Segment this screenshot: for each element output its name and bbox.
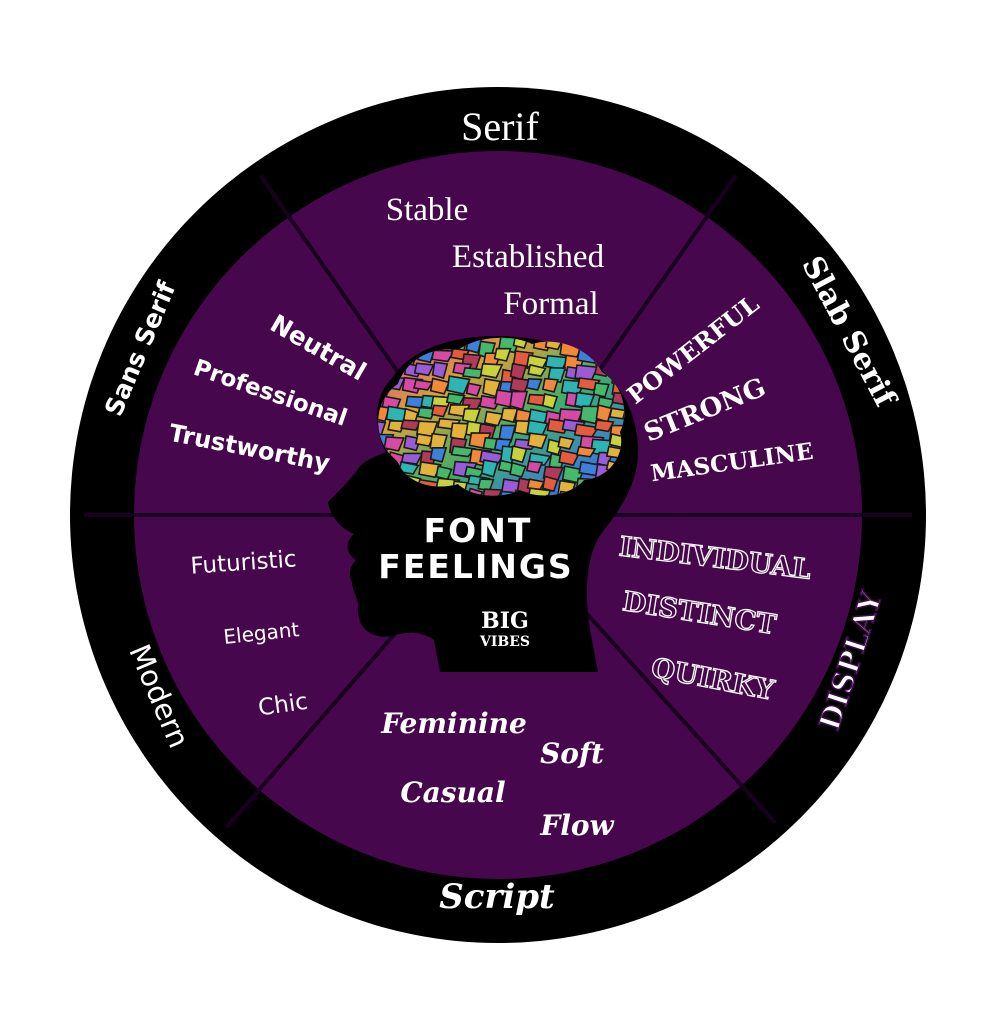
feeling-script-1: Feminine: [380, 707, 527, 740]
feeling-serif-2: Established: [452, 239, 605, 275]
feeling-serif-3: Formal: [503, 286, 598, 322]
feeling-script-4: Flow: [539, 809, 614, 842]
feeling-script-3: Casual: [400, 776, 505, 809]
brand-line-1: BIG: [481, 608, 529, 634]
brand-line-2: VIBES: [479, 634, 530, 650]
brain-mosaic-cell: [467, 383, 481, 395]
title-line-2: FEELINGS: [378, 547, 573, 586]
category-serif: Serif: [461, 104, 539, 149]
feeling-script-2: Soft: [540, 737, 604, 770]
title-line-1: FONT: [424, 511, 533, 550]
feeling-serif-1: Stable: [386, 192, 468, 228]
category-script: Script: [439, 877, 555, 917]
